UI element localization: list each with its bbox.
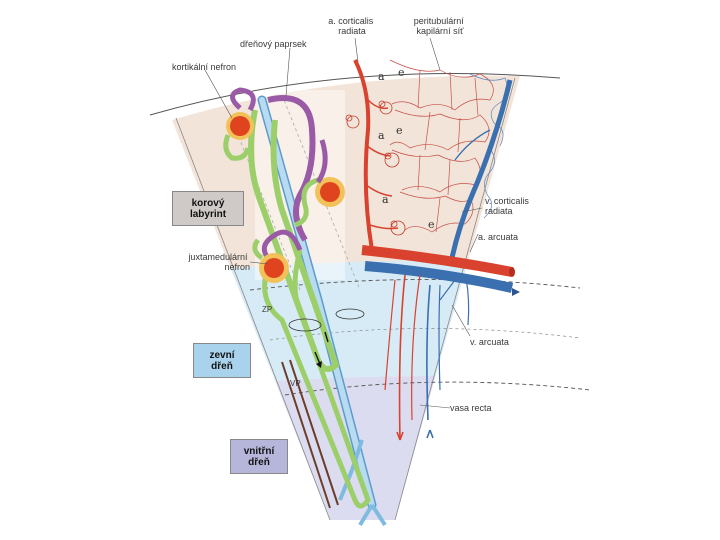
cortical-radiate-artery	[353, 59, 399, 251]
label-pointers	[204, 37, 483, 409]
juxtamedullary-glomerulus	[264, 258, 284, 278]
juxtamedullary-nephron	[252, 229, 371, 509]
kidney-surface-arc	[149, 73, 561, 116]
label-zp: ZP	[262, 305, 272, 314]
arcuate-vein	[364, 261, 514, 293]
label-peritubular: peritubulární kapilární síť	[414, 16, 467, 36]
label-v-corticalis: v. corticalis radiata	[485, 196, 531, 216]
loop-ring-1	[288, 318, 322, 332]
cortical-radiate-vein	[449, 79, 513, 259]
label-e-2: e	[396, 124, 403, 137]
flow-arrow-down	[314, 351, 321, 365]
cortical-nephron	[223, 87, 340, 372]
wedge-outline-right	[394, 77, 516, 521]
zone-box-inner-medulla: vnitřní dřeň	[230, 439, 288, 474]
label-a-3: a	[382, 193, 389, 206]
label-vasa-recta: vasa recta	[450, 403, 492, 413]
zone-box-outer-medulla: zevní dřeň	[193, 343, 251, 378]
outer-inner-boundary	[284, 381, 591, 396]
label-a-arcuata: a. arcuata	[478, 232, 518, 242]
arcuate-artery	[361, 245, 513, 277]
cortical-glomerulus	[230, 116, 250, 136]
wedge-outline-left	[175, 117, 331, 521]
label-vp: VP	[290, 379, 301, 388]
arcuate-vessels	[361, 245, 520, 296]
label-kortikalni-nefron: kortikální nefron	[172, 62, 236, 72]
label-v-arcuata: v. arcuata	[470, 337, 509, 347]
vasa-recta	[384, 274, 470, 441]
ray-boundary-left	[231, 119, 301, 291]
label-drenovy-paprsek: dřeňový paprsek	[240, 39, 307, 49]
label-e-1: e	[398, 66, 405, 79]
label-a-corticalis: a. corticalis radiata	[328, 16, 376, 36]
zone-box-cortex: korový labyrint	[172, 191, 244, 226]
ray-boundary-right	[281, 94, 361, 291]
loop-ring-2	[335, 308, 365, 320]
label-juxtamedularni-nefron: juxtamedulární nefron	[187, 252, 250, 272]
label-a-1: a	[378, 70, 385, 83]
flow-arrow-up	[324, 331, 329, 343]
label-e-3: e	[428, 218, 435, 231]
cortical-glomeruli	[345, 100, 406, 236]
cortex-zone	[172, 75, 520, 280]
label-a-2: a	[378, 129, 385, 142]
peritubular-capillary-blue	[469, 73, 508, 219]
collecting-duct	[257, 95, 387, 527]
midcortical-nephron	[294, 139, 345, 228]
midcortical-glomerulus	[320, 182, 340, 202]
